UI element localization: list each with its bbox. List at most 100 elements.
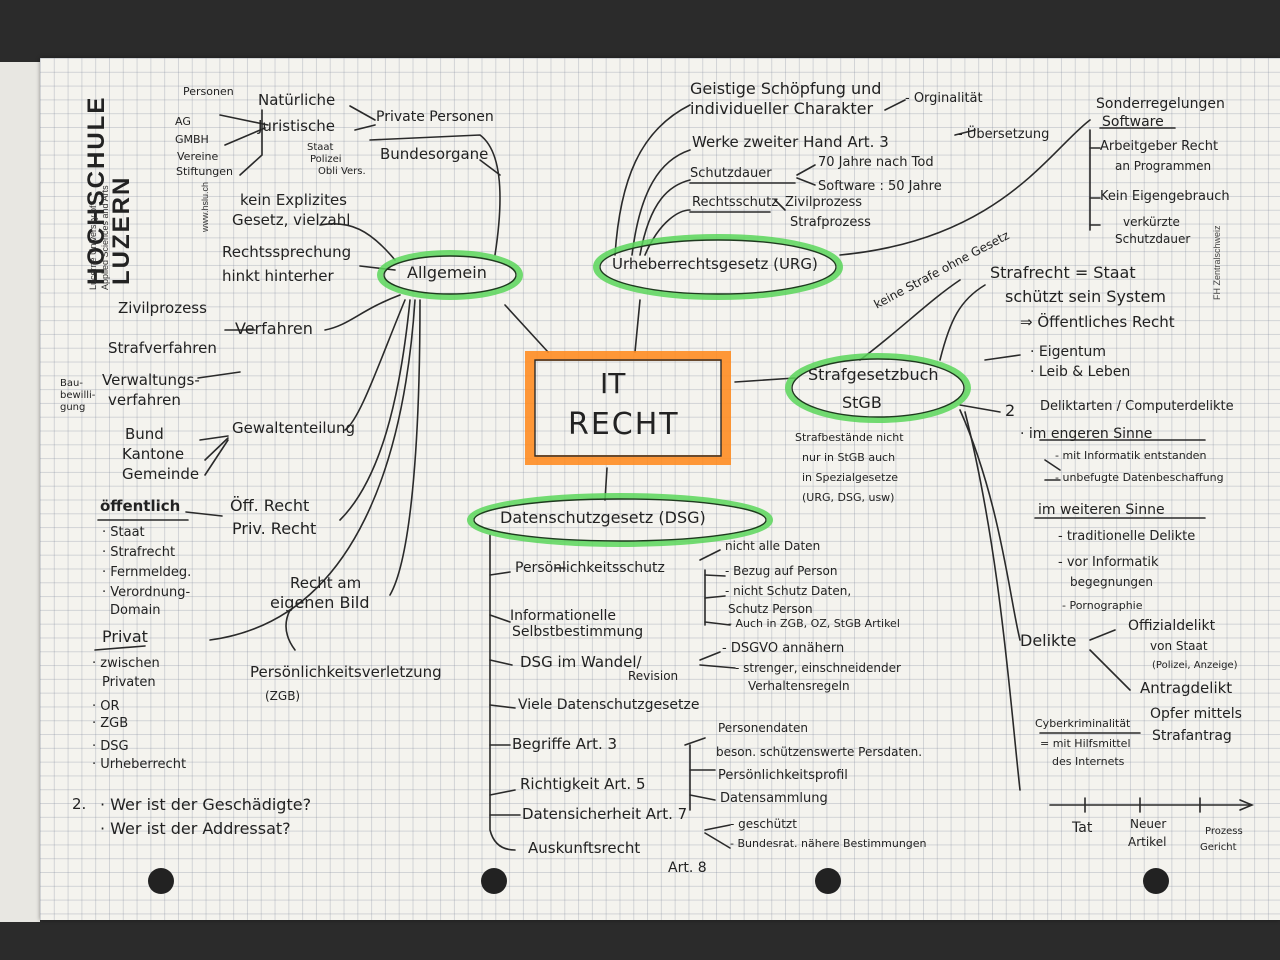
list-urheberrecht: · Urheberrecht — [92, 757, 187, 772]
text-staat: Staat — [307, 142, 334, 153]
text-uebersetzung: - Übersetzung — [958, 127, 1050, 142]
text-natuerliche: Natürliche — [258, 91, 336, 109]
text-verkuerzte: verkürzte — [1123, 215, 1180, 229]
text-gesetz-vielzahl: Gesetz, vielzahl — [232, 211, 351, 229]
text-zivilprozess: Zivilprozess — [118, 299, 207, 317]
list-privaten: Privaten — [102, 675, 156, 690]
text-verwaltungs-2: verfahren — [108, 391, 181, 409]
text-rechtsschutz: Rechtsschutz — [692, 195, 779, 210]
text-persoenlichkeitsprofil: Persönlichkeitsprofil — [718, 768, 848, 783]
text-num-2: 2 — [1005, 401, 1016, 420]
text-schutzdauer: Schutzdauer — [690, 166, 772, 181]
node-stgb-2: StGB — [842, 393, 882, 412]
text-strenger: - strenger, einschneidender — [735, 661, 901, 675]
punch-hole — [815, 868, 841, 894]
text-kein-explizites: kein Explizites — [240, 191, 347, 209]
text-traditionelle: - traditionelle Delikte — [1058, 529, 1196, 544]
text-arbeitgeber: Arbeitgeber Recht — [1100, 139, 1219, 154]
text-q1: · Wer ist der Geschädigte? — [100, 795, 312, 814]
text-auskunftsrecht: Auskunftsrecht — [528, 839, 641, 857]
logo-sub: Lucerne University of — [88, 205, 98, 290]
text-artikel: Artikel — [1128, 835, 1167, 849]
punch-hole — [148, 868, 174, 894]
text-bundesorgane: Bundesorgane — [380, 145, 489, 163]
text-stiftungen: Stiftungen — [176, 165, 234, 178]
logo-url: www.hslu.ch — [200, 181, 210, 232]
text-schutzdauer-2: Schutzdauer — [1115, 232, 1191, 246]
text-mit-hilfsmittel: = mit Hilfsmittel — [1040, 737, 1131, 750]
text-bau: Bau- — [60, 378, 83, 389]
logo-line-2: LUZERN — [108, 175, 136, 285]
logo-right-mark: FH Zentralschweiz — [1212, 225, 1222, 300]
text-pornographie: - Pornographie — [1062, 599, 1143, 612]
node-allgemein: Allgemein — [407, 263, 487, 282]
list-domain: Domain — [110, 603, 161, 618]
text-strafantrag: Strafantrag — [1152, 728, 1232, 744]
text-prozess: Prozess — [1205, 826, 1243, 837]
text-polizei: Polizei — [310, 154, 342, 165]
text-begegnungen: begegnungen — [1070, 575, 1154, 589]
text-strafverfahren: Strafverfahren — [108, 339, 217, 357]
text-engeren: · im engeren Sinne — [1020, 426, 1153, 442]
text-oeff-recht: Öff. Recht — [230, 496, 310, 515]
logo-sub-2-wrap: Applied Sciences and Arts — [100, 185, 110, 290]
list-or: · OR — [92, 699, 120, 714]
text-geschuetzt: - geschützt — [730, 817, 797, 831]
text-selbstbestimmung: Selbstbestimmung — [512, 624, 644, 640]
text-strafbestaende-3: in Spezialgesetze — [802, 471, 898, 484]
list-staat: · Staat — [102, 525, 145, 540]
text-privat: Privat — [102, 627, 148, 646]
text-urg-zivilprozess: Zivilprozess — [785, 195, 863, 210]
node-urg: Urheberrechtsgesetz (URG) — [612, 255, 818, 273]
text-strafrecht-staat: Strafrecht = Staat — [990, 263, 1136, 282]
text-gewaltenteilung: Gewaltenteilung — [232, 419, 356, 437]
text-verwaltungs: Verwaltungs- — [102, 371, 200, 389]
list-verordnung: · Verordnung- — [102, 585, 191, 600]
text-offizialdelikt: Offizialdelikt — [1128, 618, 1216, 634]
text-oeffentlich: öffentlich — [100, 497, 181, 515]
text-personen: Personen — [183, 85, 234, 98]
logo-sub-1: Lucerne University of — [88, 205, 98, 290]
text-polizei-anzeige: (Polizei, Anzeige) — [1152, 660, 1238, 671]
text-q2: · Wer ist der Addressat? — [100, 819, 291, 838]
list-strafrecht: · Strafrecht — [102, 545, 176, 560]
text-juristische: Juristische — [258, 117, 335, 135]
text-strafbestaende-4: (URG, DSG, usw) — [802, 491, 895, 504]
text-q-num: 2. — [72, 795, 87, 813]
text-gemeinde: Gemeinde — [122, 465, 200, 483]
text-private-personen: Private Personen — [376, 109, 494, 125]
center-title-1: IT — [600, 367, 626, 400]
text-personendaten: Personendaten — [718, 721, 808, 735]
text-viele: Viele Datenschutzgesetze — [518, 697, 700, 713]
text-obli: Obli Vers. — [318, 166, 366, 177]
text-begriffe: Begriffe Art. 3 — [512, 735, 618, 753]
node-dsg: Datenschutzgesetz (DSG) — [500, 508, 706, 527]
text-strafbestaende-1: Strafbestände nicht — [795, 431, 904, 444]
text-eigenen-bild: eigenen Bild — [270, 593, 370, 612]
text-strafbestaende-2: nur in StGB auch — [802, 451, 896, 464]
text-deliktarten: Deliktarten / Computerdelikte — [1040, 399, 1234, 414]
text-gung: gung — [60, 402, 86, 413]
text-art8: Art. 8 — [668, 860, 707, 876]
center-title-2: RECHT — [568, 407, 680, 442]
text-datensammlung: Datensammlung — [720, 791, 828, 806]
list-zwischen: · zwischen — [92, 656, 160, 671]
text-70-jahre: 70 Jahre nach Tod — [818, 155, 934, 170]
text-geistige: Geistige Schöpfung und — [690, 79, 882, 98]
text-bezug: - Bezug auf Person — [725, 564, 838, 578]
punch-hole — [481, 868, 507, 894]
text-vor-informatik: - vor Informatik — [1058, 555, 1159, 570]
punch-hole — [1143, 868, 1169, 894]
text-persoenlichkeitsverletzung: Persönlichkeitsverletzung — [250, 663, 442, 681]
text-nicht-schutz: - nicht Schutz Daten, — [725, 584, 852, 598]
text-antragdelikt: Antragdelikt — [1140, 679, 1233, 697]
text-schutz-person: Schutz Person — [728, 602, 813, 616]
text-mit-informatik: - mit Informatik entstanden — [1055, 449, 1207, 462]
paper-edge — [0, 62, 40, 922]
text-urg-strafprozess: Strafprozess — [790, 215, 871, 230]
text-rechtsprechung: Rechtssprechung — [222, 243, 352, 261]
text-delikte: Delikte — [1020, 631, 1077, 650]
text-dsg-wandel: DSG im Wandel/ — [520, 653, 642, 671]
text-cyberkriminalitaet: Cyberkriminalität — [1035, 717, 1131, 730]
